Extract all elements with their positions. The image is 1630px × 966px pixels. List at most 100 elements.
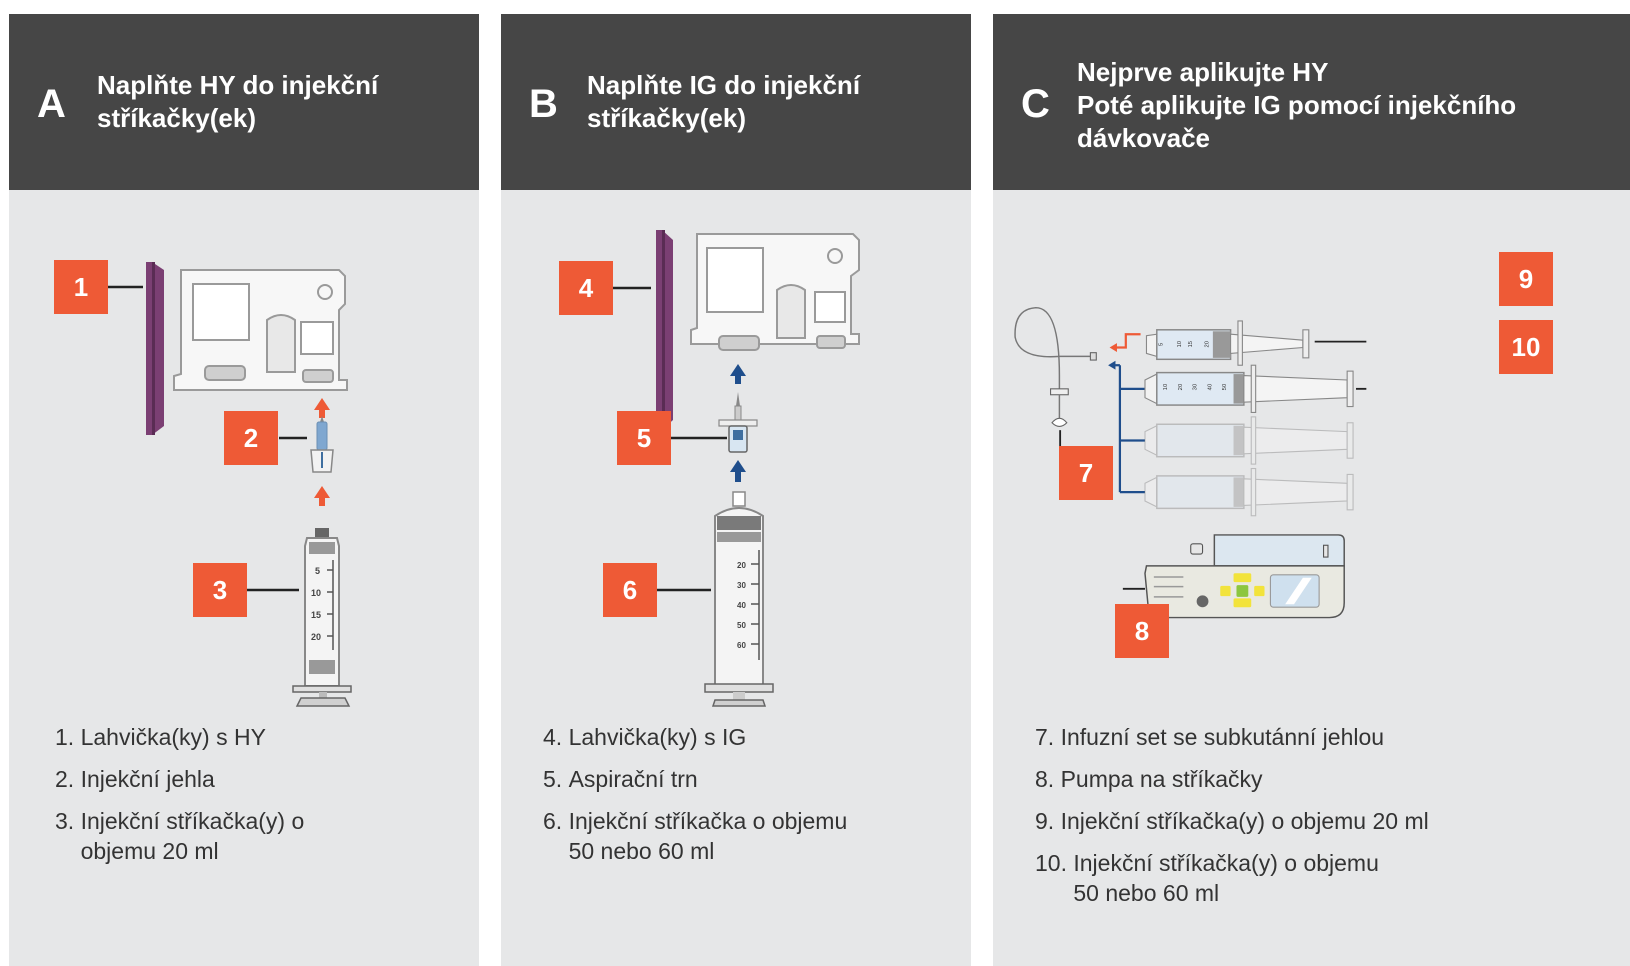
syringe-scale-label: 40 <box>1207 383 1213 390</box>
panel-b-legend: 4. Lahvička(ky) s IG 5. Aspirační trn 6.… <box>543 722 873 878</box>
badge-4: 4 <box>559 261 613 315</box>
syringe-pump-icon <box>1144 534 1345 619</box>
badge-9: 9 <box>1499 252 1553 306</box>
syringe-scale-label: 15 <box>311 610 321 620</box>
panel-c-letter: C <box>1021 82 1050 126</box>
badge-1: 1 <box>54 260 108 314</box>
panel-c-title-line-3: dávkovače <box>1077 123 1210 153</box>
panel-a: A Naplňte HY do injekční stříkačky(ek) <box>9 14 479 966</box>
list-item-text: Injekční jehla <box>80 766 215 792</box>
syringe-scale-label: 20 <box>311 632 321 642</box>
syringe-scale-label: 20 <box>1178 383 1184 390</box>
list-item-number: 9. <box>1035 808 1061 834</box>
panel-c-legend: 7. Infuzní set se subkutánní jehlou 8. P… <box>1035 722 1429 920</box>
syringe-scale-label: 10 <box>1177 340 1183 347</box>
badge-10: 10 <box>1499 320 1553 374</box>
injection-needle-icon <box>310 416 334 473</box>
list-item-number: 4. <box>543 724 569 750</box>
list-item: 8. Pumpa na stříkačky <box>1035 764 1429 794</box>
panel-a-title: Naplňte HY do injekční stříkačky(ek) <box>97 69 378 135</box>
panel-b-title-line-2: stříkačky(ek) <box>587 103 746 133</box>
list-item-text: Injekční stříkačka(y) o objemu 20 ml <box>1060 808 1429 834</box>
badge-5: 5 <box>617 411 671 465</box>
syringe-20ml-icon: 5 10 15 20 <box>1145 320 1310 366</box>
panel-b-title-line-1: Naplňte IG do injekční <box>587 70 861 100</box>
arrow-up-icon <box>730 460 746 482</box>
panel-c: C Nejprve aplikujte HY Poté aplikujte IG… <box>993 14 1630 966</box>
panel-a-header: A Naplňte HY do injekční stříkačky(ek) <box>9 14 479 190</box>
arrow-head-blue <box>1108 360 1116 370</box>
list-item-number: 7. <box>1035 724 1061 750</box>
syringe-scale-label: 5 <box>1159 342 1165 346</box>
list-item-text: Lahvička(ky) s IG <box>568 724 747 750</box>
panel-a-illustration: 5 10 15 20 <box>107 262 352 707</box>
syringe-50ml-icon: 10 20 30 40 50 <box>1144 364 1354 414</box>
list-item: 6. Injekční stříkačka o objemu 50 nebo 6… <box>543 806 873 866</box>
syringe-scale-label: 60 <box>737 641 746 650</box>
list-item-text: Aspirační trn <box>568 766 698 792</box>
list-item: 1. Lahvička(ky) s HY <box>55 722 385 752</box>
vial-transfer-device-icon <box>173 269 348 391</box>
arrow-up-icon <box>730 364 746 384</box>
panel-c-title: Nejprve aplikujte HY Poté aplikujte IG p… <box>1077 56 1516 155</box>
badge-2: 2 <box>224 411 278 465</box>
panel-b-letter: B <box>529 82 558 126</box>
aspiration-spike-icon <box>718 392 758 453</box>
list-item-text: Infuzní set se subkutánní jehlou <box>1060 724 1385 750</box>
list-item-text: Injekční stříkačka o objemu 50 nebo 60 m… <box>568 808 848 864</box>
syringe-faded-icon <box>1144 467 1354 517</box>
panel-a-title-line-2: stříkačky(ek) <box>97 103 256 133</box>
syringe-scale-label: 10 <box>1163 383 1169 390</box>
vial-stopper-icon <box>146 262 164 435</box>
badge-6: 6 <box>603 563 657 617</box>
list-item-number: 3. <box>55 808 81 834</box>
panel-c-title-line-1: Nejprve aplikujte HY <box>1077 57 1329 87</box>
panel-c-illustration: 5 10 15 20 10 20 30 40 50 <box>1014 306 1367 619</box>
list-item: 5. Aspirační trn <box>543 764 873 794</box>
badge-7: 7 <box>1059 446 1113 500</box>
list-item-number: 1. <box>55 724 81 750</box>
syringe-faded-icon <box>1144 416 1354 465</box>
list-item-number: 6. <box>543 808 569 834</box>
arrow-up-icon <box>314 398 330 418</box>
list-item-text: Injekční stříkačka(y) o objemu 20 ml <box>80 808 305 864</box>
panel-a-letter: A <box>37 82 66 126</box>
panel-c-header: C Nejprve aplikujte HY Poté aplikujte IG… <box>993 14 1630 190</box>
arrow-left-icon <box>1109 333 1141 352</box>
list-item: 9. Injekční stříkačka(y) o objemu 20 ml <box>1035 806 1429 836</box>
syringe-20ml-icon: 5 10 15 20 <box>292 528 352 707</box>
list-item-number: 10. <box>1035 850 1074 876</box>
syringe-scale-label: 30 <box>1193 383 1199 390</box>
list-item: 7. Infuzní set se subkutánní jehlou <box>1035 722 1429 752</box>
syringe-scale-label: 15 <box>1188 340 1194 347</box>
syringe-scale-label: 50 <box>737 621 746 630</box>
syringe-scale-label: 10 <box>311 588 321 598</box>
infusion-set-icon <box>1014 306 1097 428</box>
syringe-scale-label: 50 <box>1222 383 1228 390</box>
badge-3: 3 <box>193 563 247 617</box>
list-item: 2. Injekční jehla <box>55 764 385 794</box>
syringe-60ml-icon: 20 30 40 50 60 <box>704 491 774 707</box>
vial-stopper-icon <box>656 230 673 430</box>
panel-a-legend: 1. Lahvička(ky) s HY 2. Injekční jehla 3… <box>55 722 385 878</box>
vial-transfer-device-icon <box>690 233 860 351</box>
syringe-scale-label: 20 <box>737 561 746 570</box>
list-item: 4. Lahvička(ky) s IG <box>543 722 873 752</box>
panel-b-title: Naplňte IG do injekční stříkačky(ek) <box>587 69 860 135</box>
panel-c-title-line-2: Poté aplikujte IG pomocí injekčního <box>1077 90 1517 120</box>
syringe-scale-label: 40 <box>737 601 746 610</box>
panel-b-header: B Naplňte IG do injekční stříkačky(ek) <box>501 14 971 190</box>
list-item: 3. Injekční stříkačka(y) o objemu 20 ml <box>55 806 385 866</box>
panel-b: B Naplňte IG do injekční stříkačky(ek) <box>501 14 971 966</box>
panel-b-illustration: 20 30 40 50 60 <box>611 230 860 707</box>
list-item-text: Injekční stříkačka(y) o objemu 50 nebo 6… <box>1073 850 1379 906</box>
arrow-up-icon <box>314 486 330 506</box>
badge-8: 8 <box>1115 604 1169 658</box>
list-item: 10. Injekční stříkačka(y) o objemu 50 ne… <box>1035 848 1395 908</box>
panel-a-title-line-1: Naplňte HY do injekční <box>97 70 379 100</box>
list-item-number: 8. <box>1035 766 1061 792</box>
list-item-text: Lahvička(ky) s HY <box>80 724 266 750</box>
syringe-scale-label: 20 <box>1204 340 1210 347</box>
syringe-scale-label: 5 <box>315 566 320 576</box>
arrow-left-icon <box>1115 364 1145 494</box>
